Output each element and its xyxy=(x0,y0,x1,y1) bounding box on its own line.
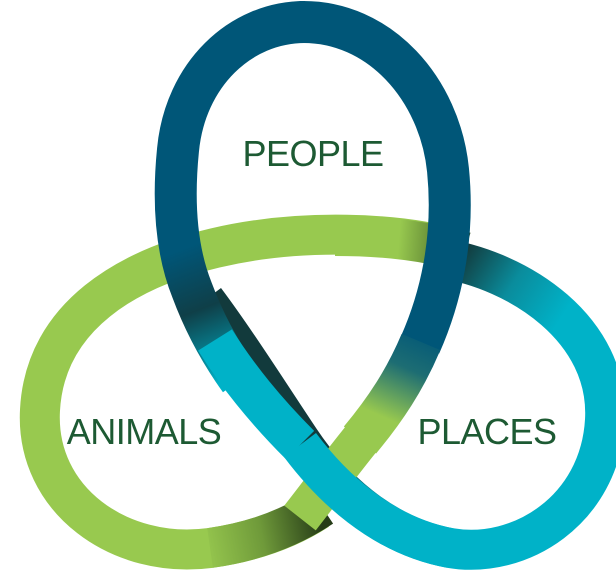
people-loop xyxy=(154,1,471,454)
label-animals: ANIMALS xyxy=(67,411,222,452)
label-people: PEOPLE xyxy=(242,133,383,174)
label-places: PLACES xyxy=(417,411,556,452)
places-loop-over-segment xyxy=(198,329,315,460)
places-loop-bottom-segment xyxy=(284,432,455,568)
